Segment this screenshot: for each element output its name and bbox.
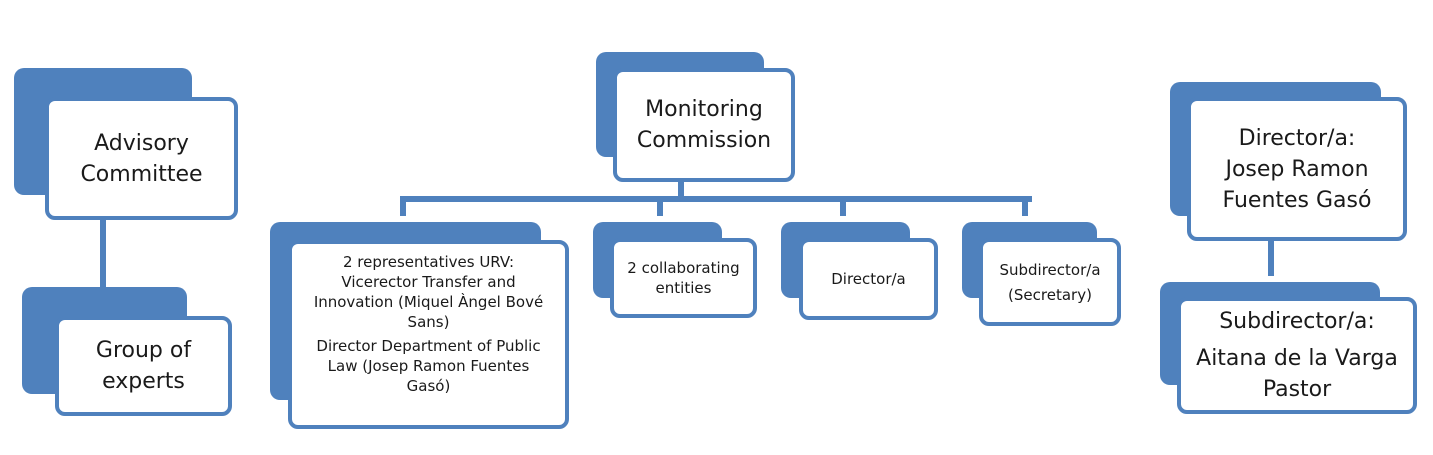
subdirector-member-line-2: (Secretary) — [1008, 285, 1092, 304]
director-line-1: Director/a: — [1238, 125, 1356, 151]
connector-drop-collaborating — [657, 196, 663, 216]
advisory-committee-box: Advisory Committee — [45, 97, 238, 220]
group-of-experts-line-2: experts — [102, 369, 185, 394]
group-of-experts-line-1: Group of — [95, 338, 192, 363]
connector-drop-representatives — [400, 196, 406, 216]
director-member-line-1: Director/a — [831, 270, 906, 288]
subdirector-member-line-1: Subdirector/a — [999, 260, 1101, 279]
collaborating-entities-box: 2 collaborating entities — [610, 238, 757, 318]
representatives-line-4: Sans) — [407, 312, 450, 331]
connector-director-subdirector — [1268, 238, 1274, 276]
representatives-line-7: Gasó) — [406, 376, 451, 395]
advisory-committee-line-1: Advisory — [94, 130, 189, 156]
monitoring-commission-line-1: Monitoring — [645, 97, 763, 122]
director-line-3: Fuentes Gasó — [1222, 187, 1372, 213]
connector-advisory-experts — [100, 215, 106, 288]
monitoring-commission-box: Monitoring Commission — [613, 68, 795, 182]
connector-monitoring-stem — [678, 180, 684, 200]
group-of-experts-box: Group of experts — [55, 316, 232, 416]
representatives-line-1: 2 representatives URV: — [343, 252, 514, 271]
representatives-text: 2 representatives URV: Vicerector Transf… — [313, 251, 544, 396]
director-box: Director/a: Josep Ramon Fuentes Gasó — [1187, 97, 1407, 241]
director-member-box: Director/a — [799, 238, 938, 320]
representatives-line-2: Vicerector Transfer and — [341, 272, 516, 291]
subdirector-line-1: Subdirector/a: — [1219, 309, 1375, 334]
collaborating-entities-line-1: 2 collaborating — [627, 259, 740, 277]
collaborating-entities-line-2: entities — [655, 279, 712, 297]
monitoring-commission-line-2: Commission — [636, 128, 772, 153]
representatives-line-6: Law (Josep Ramon Fuentes — [327, 356, 530, 375]
representatives-line-3: Innovation (Miquel Àngel Bové — [313, 292, 544, 311]
representatives-box: 2 representatives URV: Vicerector Transf… — [288, 240, 569, 429]
subdirector-line-3: Pastor — [1262, 377, 1332, 402]
connector-drop-director-member — [840, 196, 846, 216]
representatives-line-5: Director Department of Public — [316, 336, 541, 355]
subdirector-line-2: Aitana de la Varga — [1196, 346, 1398, 371]
director-line-2: Josep Ramon — [1225, 156, 1369, 182]
subdirector-member-box: Subdirector/a (Secretary) — [979, 238, 1121, 326]
advisory-committee-line-2: Committee — [80, 161, 203, 187]
connector-monitoring-bar — [400, 196, 1032, 202]
connector-drop-subdirector-member — [1022, 196, 1028, 216]
subdirector-box: Subdirector/a: Aitana de la Varga Pastor — [1177, 297, 1417, 414]
